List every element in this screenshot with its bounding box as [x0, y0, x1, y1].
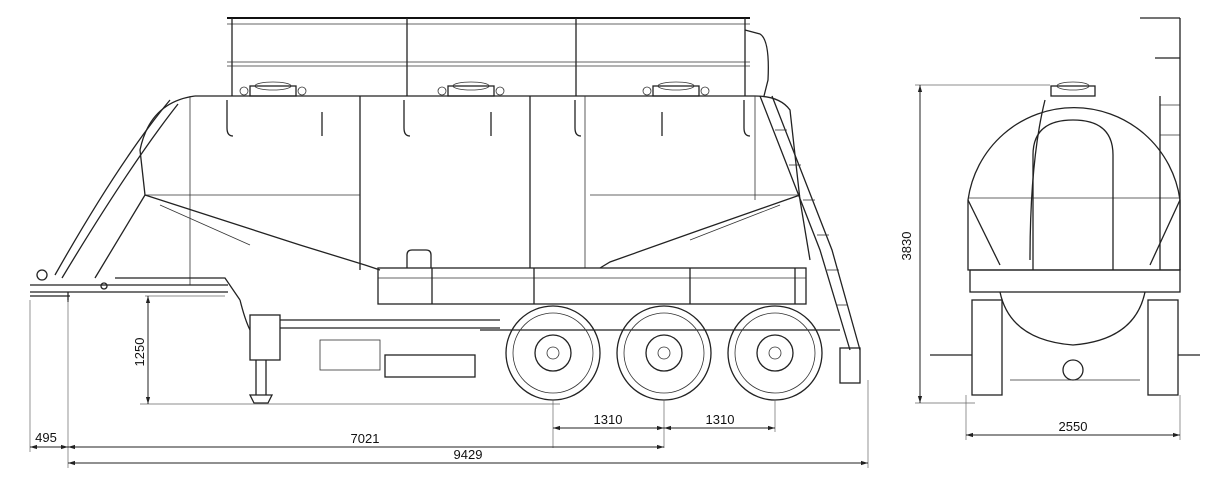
top-railing [227, 17, 769, 97]
landing-gear [30, 292, 281, 404]
rear-manhole [1050, 81, 1096, 97]
front-pipe [30, 99, 241, 301]
chassis [280, 249, 840, 378]
tank-body [139, 95, 811, 285]
dim-total-height: 3830 [899, 232, 914, 261]
wheel-2 [616, 305, 712, 401]
rear-ladder-top [1140, 17, 1181, 270]
dim-total-width: 2550 [1059, 419, 1088, 434]
rear-dimensions: 3830 2550 [899, 84, 1181, 440]
manhole-3 [642, 81, 710, 97]
dim-front-overhang: 495 [35, 430, 57, 445]
dim-total-length: 9429 [454, 447, 483, 462]
rear-ladder [759, 95, 861, 384]
wall-hooks [226, 100, 751, 137]
side-view [30, 17, 861, 404]
dim-kingpin-to-axle: 7021 [351, 431, 380, 446]
dim-coupling-height: 1250 [132, 338, 147, 367]
tank-cross-section [967, 99, 1181, 271]
wheel-3 [727, 305, 823, 401]
rear-view [930, 17, 1200, 396]
rear-chassis [930, 269, 1200, 396]
manhole-1 [239, 81, 307, 97]
side-dimensions: 1310 1310 495 7021 9429 1250 [29, 295, 869, 468]
dim-axle-spacing-2: 1310 [706, 412, 735, 427]
wheel-1 [505, 305, 601, 401]
dim-axle-spacing-1: 1310 [594, 412, 623, 427]
manhole-2 [437, 81, 505, 97]
